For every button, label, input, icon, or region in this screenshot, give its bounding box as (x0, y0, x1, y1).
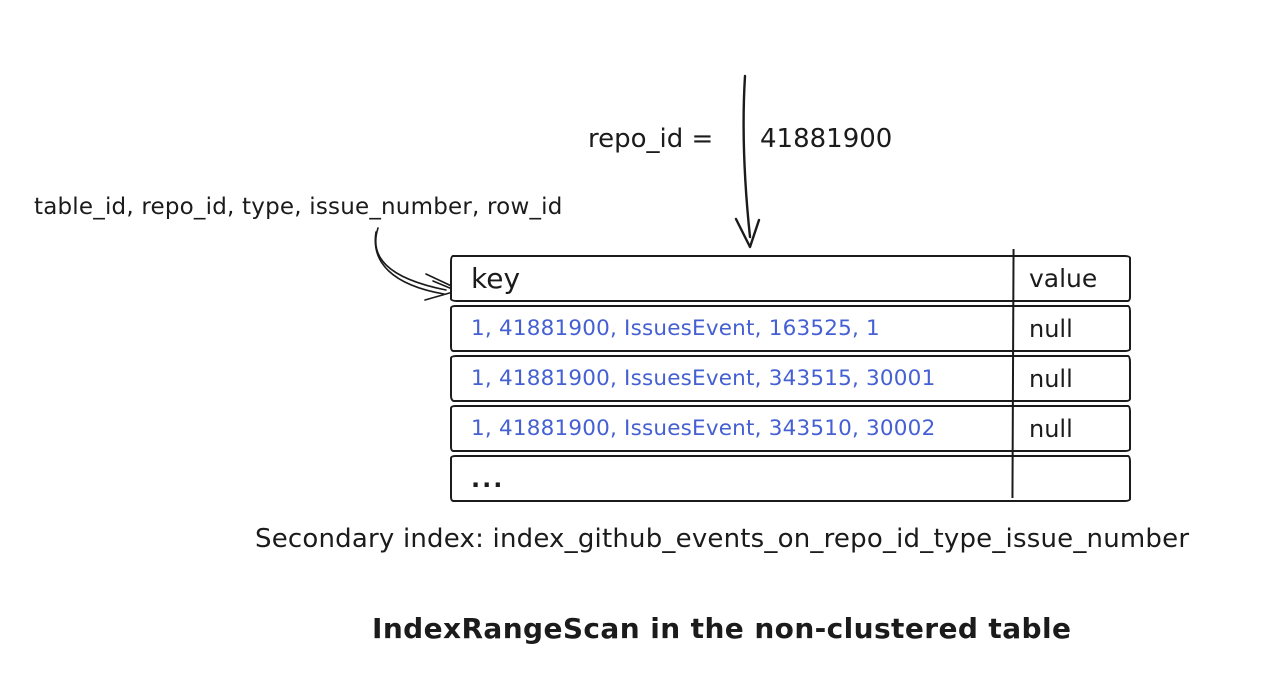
down-arrow-icon (734, 74, 761, 249)
diagram-title: IndexRangeScan in the non-clustered tabl… (372, 612, 1072, 645)
row-key: 1, 41881900, IssuesEvent, 343515, 30001 (471, 366, 936, 391)
secondary-index-caption: Secondary index: index_github_events_on_… (255, 524, 1190, 554)
row-key: 1, 41881900, IssuesEvent, 343510, 30002 (471, 416, 936, 441)
row-value: null (1029, 364, 1073, 393)
lookup-condition-label: repo_id = (588, 124, 714, 154)
table-row: 1, 41881900, IssuesEvent, 163525, 1 null (450, 305, 1131, 352)
table-row-ellipsis: ... (450, 455, 1131, 502)
curved-arrow-icon (374, 227, 461, 301)
row-key: 1, 41881900, IssuesEvent, 163525, 1 (471, 316, 880, 341)
table-row: 1, 41881900, IssuesEvent, 343515, 30001 … (450, 355, 1131, 402)
lookup-condition-value: 41881900 (760, 124, 893, 154)
table-header-row: key value (450, 255, 1131, 302)
row-value (1013, 457, 1129, 500)
header-key: key (471, 262, 521, 295)
header-value: value (1029, 264, 1098, 293)
row-value: null (1029, 314, 1073, 343)
index-columns-annotation: table_id, repo_id, type, issue_number, r… (34, 194, 563, 220)
row-value: null (1029, 414, 1073, 443)
table-row: 1, 41881900, IssuesEvent, 343510, 30002 … (450, 405, 1131, 452)
secondary-index-table: key value 1, 41881900, IssuesEvent, 1635… (450, 248, 1131, 502)
row-key: ... (471, 464, 505, 493)
